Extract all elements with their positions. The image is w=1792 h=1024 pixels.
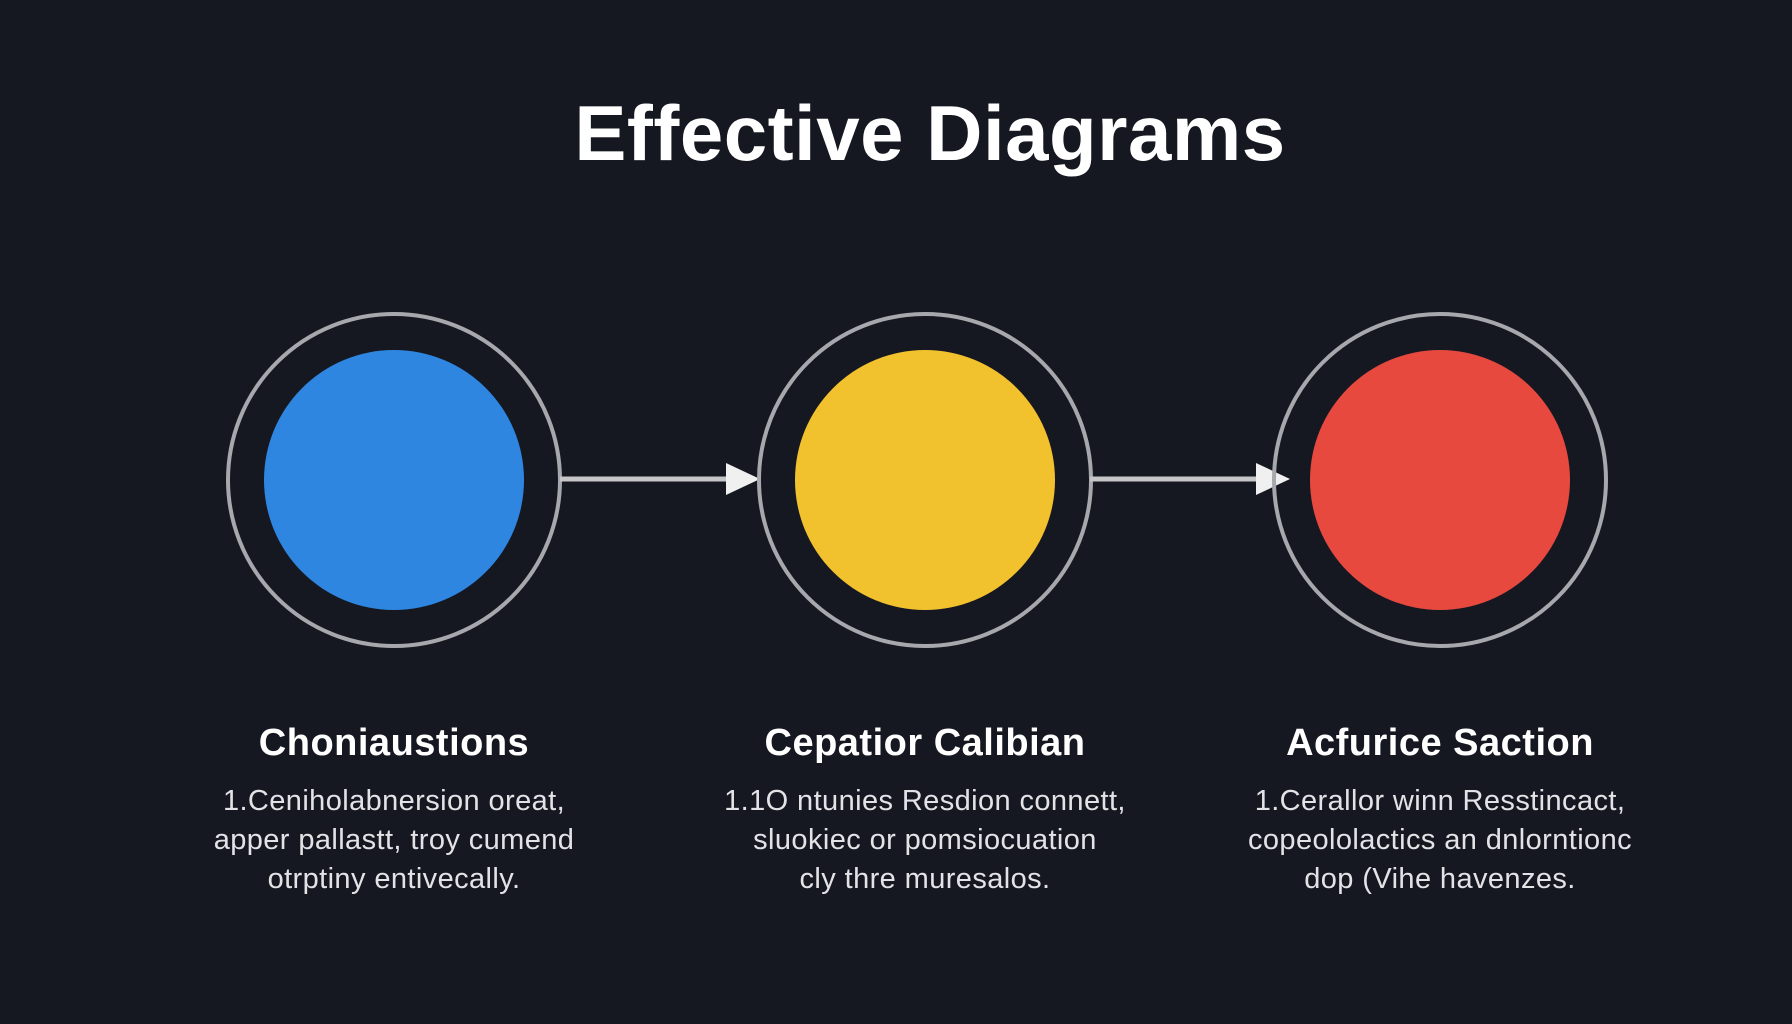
flow-arrow-1-icon bbox=[560, 463, 760, 495]
node-1-description-line: 1.Ceniholabnersion oreat, bbox=[222, 785, 566, 817]
node-2-description: 1.1O ntunies Resdion connett, sluokiec o… bbox=[645, 782, 1205, 899]
node-3-description: 1.Cerallor winn Resstincact, copeololact… bbox=[1160, 782, 1720, 899]
node-2-description-line: sluokiec or pomsiocuation bbox=[753, 824, 1097, 856]
node-3-description-line: copeololactics an dnlorntionc bbox=[1248, 824, 1632, 856]
node-2-description-line: 1.1O ntunies Resdion connett, bbox=[724, 785, 1126, 817]
node-3-description-line: 1.Cerallor winn Resstincact, bbox=[1254, 785, 1626, 817]
node-2-circle-yellow bbox=[795, 350, 1055, 610]
node-1-description-line: apper pallastt, troy cumend bbox=[213, 824, 575, 856]
node-2-heading: Cepatior Calibian bbox=[764, 722, 1086, 764]
node-3-circle-red bbox=[1310, 350, 1570, 610]
node-1-description: 1.Ceniholabnersion oreat, apper pallastt… bbox=[114, 782, 674, 899]
node-3-heading: Acfurice Saction bbox=[1286, 722, 1594, 764]
node-2-description-line: cly thre muresalos. bbox=[799, 863, 1051, 895]
node-1-circle-blue bbox=[264, 350, 524, 610]
node-1-description-line: otrptiny entivecally. bbox=[267, 863, 521, 895]
node-3-outer-ring bbox=[1272, 312, 1608, 648]
node-1-heading: Choniaustions bbox=[258, 722, 530, 764]
page-title: Effective Diagrams bbox=[574, 89, 1286, 177]
node-3-description-line: dop (Vihe havenzes. bbox=[1304, 863, 1576, 895]
flow-arrow-2-icon bbox=[1090, 463, 1290, 495]
